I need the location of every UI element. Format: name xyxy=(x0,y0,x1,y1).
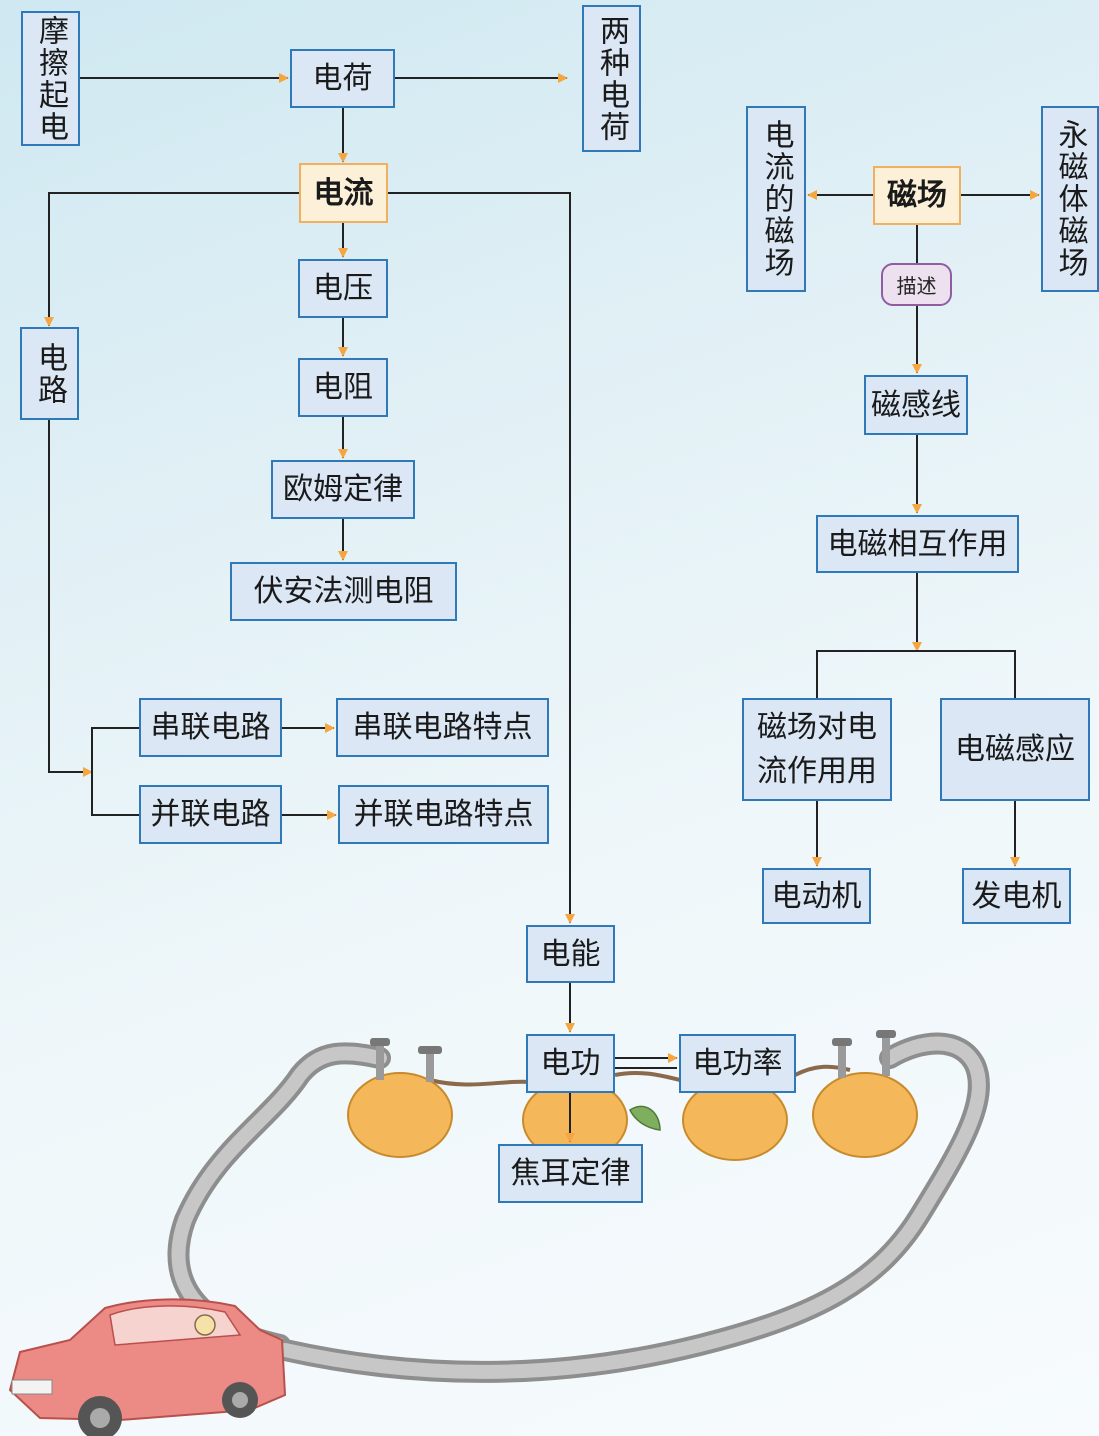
node-magnetic-field-of-current: 电流的磁场 xyxy=(746,106,806,292)
node-electric-current: 电流 xyxy=(299,163,388,223)
node-voltammetry-resistance: 伏安法测电阻 xyxy=(230,562,457,621)
diagram-connectors xyxy=(44,73,1040,1143)
node-electric-power: 电功率 xyxy=(679,1034,796,1093)
node-two-kinds-of-charge: 两种电荷 xyxy=(582,5,641,152)
node-circuit: 电路 xyxy=(20,327,79,420)
lemon-battery-car-illustration xyxy=(8,1030,990,1436)
node-resistance: 电阻 xyxy=(298,358,388,417)
node-parallel-circuit-features: 并联电路特点 xyxy=(338,785,549,844)
node-parallel-circuit: 并联电路 xyxy=(139,785,282,844)
node-generator: 发电机 xyxy=(962,868,1071,924)
node-series-circuit: 串联电路 xyxy=(139,698,282,757)
node-series-circuit-features: 串联电路特点 xyxy=(336,698,549,757)
node-electromagnetic-interaction: 电磁相互作用 xyxy=(816,515,1019,573)
node-friction-electrification: 摩擦起电 xyxy=(21,11,80,146)
node-magnetic-field-lines: 磁感线 xyxy=(864,375,968,435)
node-electric-energy: 电能 xyxy=(526,925,615,983)
node-ohms-law: 欧姆定律 xyxy=(271,460,415,519)
label-describe: 描述 xyxy=(881,263,952,306)
node-voltage: 电压 xyxy=(298,259,388,318)
node-electromagnetic-induction: 电磁感应 xyxy=(940,698,1090,801)
node-permanent-magnet-field: 永磁体磁场 xyxy=(1041,106,1099,292)
node-magnetic-field: 磁场 xyxy=(873,166,961,225)
node-electric-work: 电功 xyxy=(526,1034,615,1093)
node-electric-charge: 电荷 xyxy=(290,49,395,108)
node-electric-motor: 电动机 xyxy=(762,868,871,924)
node-force-on-current: 磁场对电流作用用 xyxy=(742,698,892,801)
node-joules-law: 焦耳定律 xyxy=(498,1144,643,1203)
